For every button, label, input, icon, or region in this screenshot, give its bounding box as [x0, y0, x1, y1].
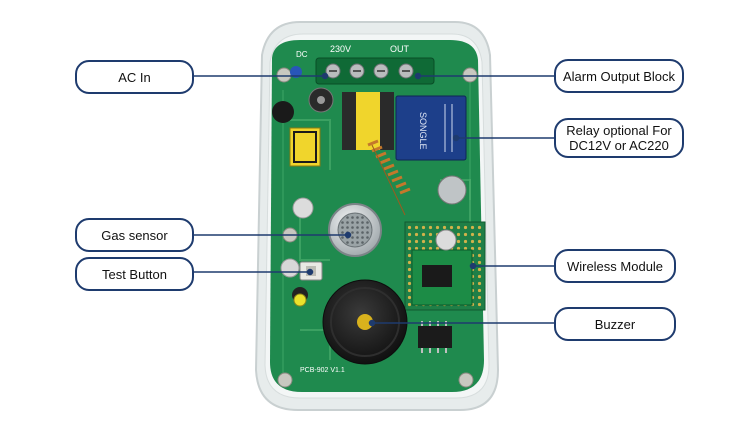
callout-test-button: Test Button	[75, 257, 194, 291]
callout-ac-in: AC In	[75, 60, 194, 94]
callout-alarm-output: Alarm Output Block	[554, 59, 684, 93]
callout-buzzer: Buzzer	[554, 307, 676, 341]
terminal-block	[315, 57, 435, 85]
yellow-led	[293, 293, 307, 307]
leader-lines	[193, 72, 555, 327]
callout-relay-text-line1: Relay optional For	[566, 123, 672, 138]
callout-gas-sensor: Gas sensor	[75, 218, 194, 252]
callout-gas-sensor-text: Gas sensor	[101, 227, 168, 243]
transformers	[289, 92, 394, 167]
blue-trimmer	[290, 66, 302, 78]
silk-out-text: OUT	[390, 44, 410, 54]
callout-buzzer-text: Buzzer	[594, 316, 636, 332]
callout-ac-in-text: AC In	[118, 69, 151, 85]
silk-dc-text: DC	[296, 50, 308, 59]
callout-relay: Relay optional For DC12V or AC220	[554, 118, 684, 158]
buzzer-disc	[322, 279, 408, 365]
callout-wireless-module-text: Wireless Module	[566, 258, 664, 274]
callout-test-button-text: Test Button	[101, 266, 168, 282]
callout-alarm-output-text: Alarm Output Block	[563, 68, 675, 84]
silk-pcb-code: PCB-902 V1.1	[300, 367, 345, 374]
round-component	[437, 175, 467, 205]
antenna-coil	[367, 139, 411, 216]
relay: SONGLE	[395, 95, 467, 161]
callout-wireless-module: Wireless Module	[554, 249, 676, 283]
gas-sensor-can	[328, 203, 382, 257]
relay-brand-text: SONGLE	[418, 112, 428, 150]
silk-230v-text: 230V	[330, 44, 351, 54]
callout-relay-text-line2: DC12V or AC220	[569, 138, 669, 153]
